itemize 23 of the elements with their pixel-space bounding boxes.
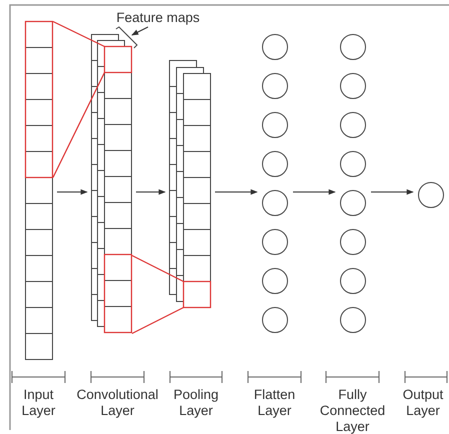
layer-label: Fully Connected Layer [318,387,386,434]
neuron-column [339,33,367,333]
layer-label: Input Layer [20,387,56,419]
projection-line [132,306,184,334]
annotation-text: Feature maps [110,8,206,27]
layer-label: Convolutional Layer [76,387,160,419]
layer-label: Flatten Layer [252,387,296,419]
feature-map-stack [169,60,211,308]
projection-line [52,20,105,48]
layer-label: Pooling Layer [172,387,220,419]
leader-arrow [131,26,148,36]
arrow [370,189,414,195]
output-neuron [417,181,445,209]
arrow [292,189,336,195]
projection-line [52,72,106,178]
feature-map-stack [91,34,132,334]
arrow [56,189,88,195]
neuron-column [261,33,289,333]
arrow [136,189,166,195]
layer-label: Output Layer [402,387,444,419]
projection-line [132,254,184,282]
arrow [214,189,258,195]
feature-map-stack [25,21,53,360]
